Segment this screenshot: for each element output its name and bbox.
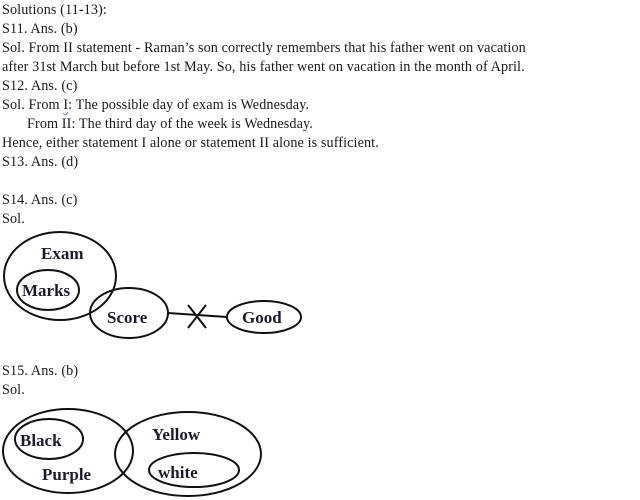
s14-sol-label: Sol.	[2, 211, 25, 227]
label-black: Black	[20, 431, 62, 450]
label-purple: Purple	[42, 465, 92, 484]
label-yellow: Yellow	[152, 425, 201, 444]
purple-ellipse	[2, 408, 134, 494]
label-exam: Exam	[41, 244, 84, 263]
s11-solution-line-1: Sol. From II statement - Raman’s son cor…	[2, 40, 526, 56]
s12-solution-line-2: From II: The third day of the week is We…	[27, 116, 313, 132]
s14-diagram: Exam Marks Score Good	[3, 231, 302, 339]
solutions-heading: Solutions (11-13):	[2, 2, 107, 18]
cross-icon	[187, 304, 207, 329]
label-marks: Marks	[22, 281, 71, 300]
s11-answer: S11. Ans. (b)	[2, 21, 78, 37]
s15-answer: S15. Ans. (b)	[2, 363, 79, 379]
s12-solution-line-1: Sol. From I: The possible day of exam is…	[2, 96, 309, 115]
s12-answer: S12. Ans. (c)	[2, 78, 78, 94]
spellcheck-flagged-word: I	[63, 97, 69, 113]
label-good: Good	[242, 308, 282, 327]
exam-ellipse	[3, 231, 117, 321]
s13-answer: S13. Ans. (d)	[2, 154, 79, 170]
label-score: Score	[107, 308, 148, 327]
marks-ellipse	[16, 269, 80, 311]
label-white: white	[158, 463, 198, 482]
black-ellipse	[14, 418, 84, 460]
s15-diagram: Black Purple Yellow white	[2, 408, 262, 497]
s15-sol-label: Sol.	[2, 382, 25, 398]
yellow-ellipse	[114, 411, 262, 497]
s12-sol-rest: : The possible day of exam is Wednesday.	[68, 97, 310, 113]
s12-solution-line-3: Hence, either statement I alone or state…	[2, 135, 379, 151]
s14-answer: S14. Ans. (c)	[2, 192, 78, 208]
s12-sol-prefix: Sol. From	[2, 97, 64, 113]
white-ellipse	[148, 452, 240, 488]
s11-solution-line-2: after 31st March but before 1st May. So,…	[2, 59, 525, 75]
